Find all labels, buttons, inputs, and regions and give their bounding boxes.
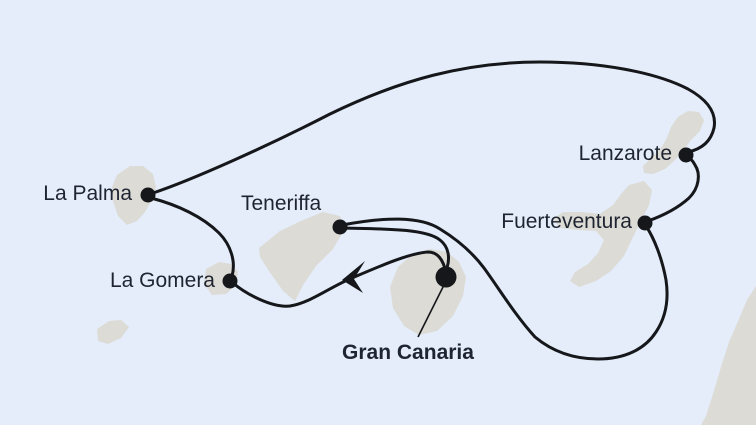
- port-dot-la-palma: [140, 187, 156, 203]
- route-la-palma-to-lanzarote: [151, 60, 716, 195]
- port-dot-teneriffa: [332, 219, 348, 235]
- port-label-la-palma: La Palma: [43, 182, 132, 205]
- port-dot-la-gomera: [222, 273, 238, 289]
- island-lanzarote: [643, 111, 704, 174]
- island-fuerteventura: [553, 181, 652, 287]
- route-la-gomera-to-la-palma: [149, 196, 235, 278]
- port-label-fuerteventura: Fuerteventura: [501, 210, 632, 233]
- landmass-mainland-coast: [701, 286, 756, 425]
- island-gran-canaria: [390, 249, 466, 335]
- port-dot-lanzarote: [678, 147, 694, 163]
- port-dot-fuerteventura: [637, 215, 653, 231]
- gran-canaria-leader-line: [417, 284, 445, 338]
- island-el-hierro: [97, 320, 129, 344]
- port-label-gran-canaria: Gran Canaria: [342, 341, 474, 364]
- port-label-lanzarote: Lanzarote: [578, 142, 672, 165]
- island-la-palma: [112, 166, 156, 225]
- route-direction-arrow: [342, 261, 365, 293]
- route-fuerteventura-to-teneriffa: [340, 217, 669, 361]
- port-label-la-gomera: La Gomera: [109, 269, 215, 292]
- port-dot-gran-canaria: [435, 266, 457, 288]
- route-teneriffa-to-gran-canaria: [340, 226, 450, 270]
- port-label-teneriffa: Teneriffa: [241, 192, 322, 215]
- island-teneriffa: [259, 212, 344, 301]
